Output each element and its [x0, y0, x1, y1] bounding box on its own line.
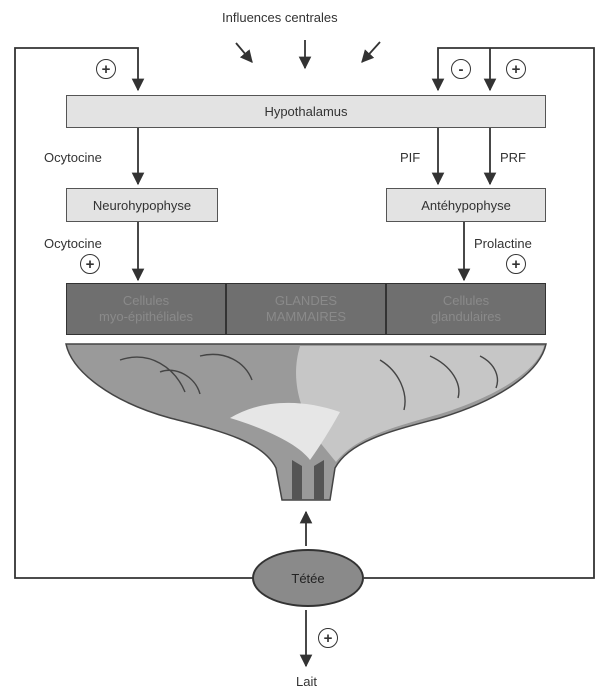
influence-arrow-right	[361, 41, 381, 63]
antehypophyse-box: Antéhypophyse	[386, 188, 546, 222]
plus-sign-lait: +	[318, 628, 338, 648]
neurohypophyse-box: Neurohypophyse	[66, 188, 218, 222]
right-feedback-loop-outer	[364, 47, 595, 579]
ocytocine-label-top: Ocytocine	[44, 150, 102, 165]
lait-label: Lait	[296, 674, 317, 689]
minus-sign-top-right: -	[451, 59, 471, 79]
influence-arrow-left	[235, 42, 253, 63]
plus-sign-top-left: +	[96, 59, 116, 79]
plus-sign-prolactine: +	[506, 254, 526, 274]
plus-sign-top-right: +	[506, 59, 526, 79]
pif-label: PIF	[400, 150, 421, 165]
gland-mammary-glands: GLANDES MAMMAIRES	[226, 283, 386, 335]
gland-myoepithelial-cells: Cellules myo-épithéliales	[66, 283, 226, 335]
tetee-node: Tétée	[252, 549, 364, 607]
central-influences-label: Influences centrales	[222, 10, 338, 25]
hypothalamus-box: Hypothalamus	[66, 95, 546, 128]
plus-sign-ocytocine: +	[80, 254, 100, 274]
prolactine-label: Prolactine	[474, 236, 532, 251]
gland-glandular-cells: Cellules glandulaires	[386, 283, 546, 335]
ocytocine-label-bottom: Ocytocine	[44, 236, 102, 251]
breast-illustration	[65, 343, 547, 501]
prf-label: PRF	[500, 150, 526, 165]
left-feedback-loop	[14, 47, 320, 579]
